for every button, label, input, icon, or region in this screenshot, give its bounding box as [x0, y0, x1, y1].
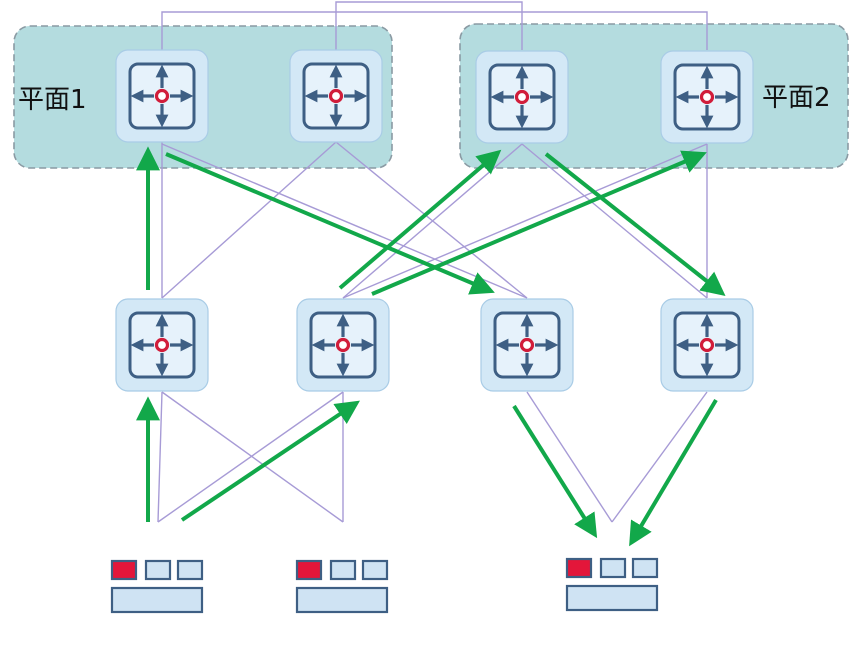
switch-router-icon: [115, 298, 209, 392]
plane-interconnect-link: [161, 11, 708, 50]
spine-leaf-link: [335, 141, 528, 299]
flow-arrow: [338, 149, 502, 290]
leaf-server-link: [157, 391, 163, 523]
switches-layer: [115, 49, 754, 392]
leaf-server-link: [161, 391, 344, 523]
server-icon: [295, 559, 389, 614]
switch-router-icon: [475, 50, 569, 144]
plane-interconnect-link: [335, 1, 523, 50]
flow-arrow: [165, 152, 495, 295]
switch-router-icon: [115, 49, 209, 143]
links-layer: [157, 1, 708, 523]
spine-leaf-link: [161, 141, 337, 299]
switch-router-icon: [296, 298, 390, 392]
flow-arrow: [512, 404, 598, 539]
switch-router-icon: [660, 50, 754, 144]
flow-arrow: [371, 150, 707, 296]
flows-layer: [136, 146, 726, 547]
spine-leaf-link: [342, 143, 708, 299]
switch-router-icon: [660, 298, 754, 392]
leaf-server-link: [157, 391, 344, 523]
server-icon: [110, 559, 204, 614]
leaf-server-link: [526, 391, 613, 523]
switch-router-icon: [480, 298, 574, 392]
spine-leaf-link: [521, 143, 708, 299]
flow-arrow: [180, 400, 360, 522]
switch-router-icon: [289, 49, 383, 143]
leaf-server-link: [611, 391, 708, 523]
spine-leaf-link: [161, 143, 528, 299]
servers-layer: [110, 557, 659, 614]
flow-arrow: [629, 398, 718, 547]
plane-2-label: 平面2: [762, 83, 831, 113]
flow-arrow: [544, 152, 726, 296]
plane-1-label: 平面1: [18, 85, 87, 115]
server-icon: [565, 557, 659, 612]
